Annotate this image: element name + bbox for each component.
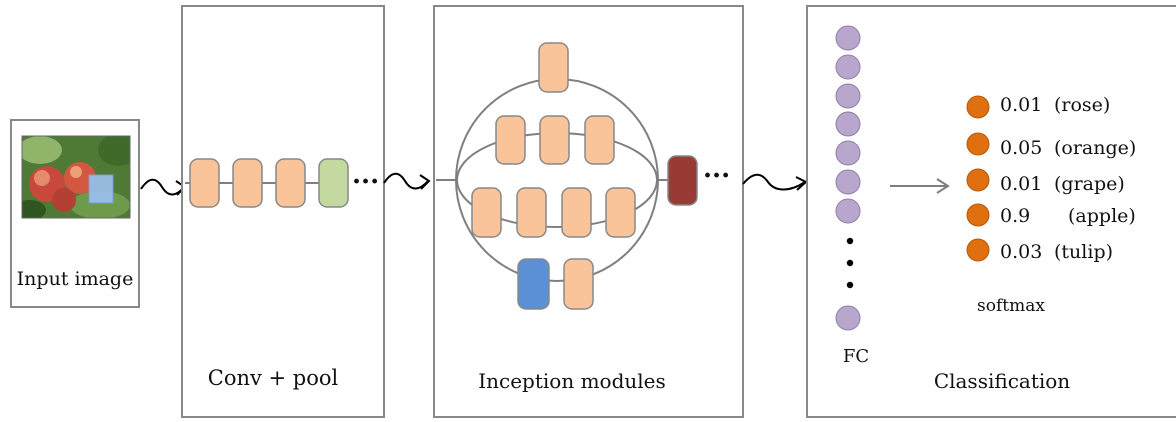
conv-pool-stage: ··· Conv + pool xyxy=(181,5,385,418)
output-class: (tulip) xyxy=(1054,241,1113,263)
fc-node xyxy=(835,83,861,109)
conv-block xyxy=(232,158,263,208)
inception-block xyxy=(605,187,636,238)
fc-ellipsis-dot xyxy=(846,281,854,289)
output-node xyxy=(966,203,990,227)
conv-block xyxy=(275,158,306,208)
output-value: 0.9 xyxy=(1000,205,1030,227)
fc-ellipsis-dot xyxy=(846,237,854,245)
softmax-outputs: 0.01 (rose) 0.05 (orange) 0.01 (grape) 0… xyxy=(966,94,1136,316)
fc-node xyxy=(835,198,861,224)
wavy-arrow-icon xyxy=(140,178,187,196)
output-node xyxy=(966,132,990,156)
inception-block xyxy=(471,187,502,238)
wavy-arrow-icon xyxy=(383,172,431,190)
inception-block xyxy=(495,115,526,165)
fc-layer: FC xyxy=(835,25,869,367)
conv-ellipsis: ··· xyxy=(352,167,379,197)
output-class: (rose) xyxy=(1054,94,1110,116)
output-value: 0.05 xyxy=(1000,137,1042,159)
conv-pool-label: Conv + pool xyxy=(208,366,339,390)
apple-photo-icon xyxy=(22,136,130,218)
input-image-label: Input image xyxy=(17,268,134,290)
fc-node xyxy=(835,25,861,51)
inception-block xyxy=(561,187,592,238)
inception-block xyxy=(539,115,570,165)
output-node xyxy=(966,238,990,262)
classification-box xyxy=(806,5,1176,418)
inception-block xyxy=(516,187,547,238)
wavy-arrow-icon xyxy=(742,173,808,191)
output-value: 0.01 xyxy=(1000,94,1042,116)
inception-block xyxy=(563,258,594,310)
fc-label: FC xyxy=(843,346,869,367)
fc-node xyxy=(835,305,861,331)
inception-stage: ··· Inception modules xyxy=(433,5,744,418)
softmax-label: softmax xyxy=(977,296,1045,316)
output-value: 0.01 xyxy=(1000,173,1042,195)
fc-node xyxy=(835,54,861,80)
inception-block xyxy=(538,42,569,93)
output-node xyxy=(966,168,990,192)
input-stage: Input image xyxy=(10,119,140,308)
concat-block xyxy=(667,155,698,206)
inception-modules-label: Inception modules xyxy=(478,369,666,393)
fc-node xyxy=(835,169,861,195)
conv-pool-box xyxy=(181,5,385,418)
fc-ellipsis-dot xyxy=(846,259,854,267)
output-class: (orange) xyxy=(1054,137,1136,159)
output-value: 0.03 xyxy=(1000,241,1042,263)
output-class: (grape) xyxy=(1054,173,1125,195)
inception-ellipsis: ··· xyxy=(703,161,730,191)
output-class: (apple) xyxy=(1068,205,1136,227)
inception-pool-block xyxy=(517,258,550,310)
output-node xyxy=(966,95,990,119)
classification-stage: FC 0.01 (rose) 0.05 (orange) 0.01 (grape… xyxy=(806,5,1176,418)
classification-label: Classification xyxy=(934,369,1070,393)
fc-node xyxy=(835,140,861,166)
conv-block xyxy=(189,158,220,208)
fc-node xyxy=(835,111,861,137)
arrow-icon xyxy=(890,178,950,194)
inception-block xyxy=(584,115,615,165)
pool-block xyxy=(318,158,349,208)
